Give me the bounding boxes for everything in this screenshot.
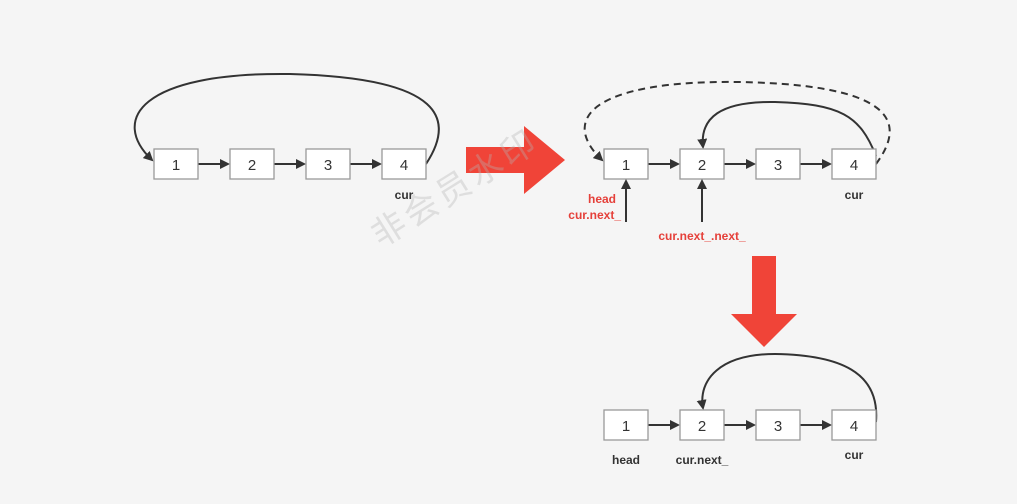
p3-edge-4-to-2-loop [696,352,878,423]
p3-node-2: 2 [679,409,725,441]
p3-cur-label: cur [845,448,864,462]
p2-node-3: 3 [755,148,801,180]
p3-node-3: 3 [755,409,801,441]
p2-node-2: 2 [679,148,725,180]
p2-node-4: 4 [831,148,877,180]
p1-cur-label: cur [395,188,414,202]
p2-head-label: head [588,192,616,206]
p2-edge-4-to-1-dashed [583,80,891,165]
p1-node-1-label: 1 [172,157,180,174]
p3-cur-next-label: cur.next_ [676,453,729,467]
p3-node-2-label: 2 [698,418,706,435]
p2-edge-4-to-2-new [697,100,877,157]
p3-node-1-label: 1 [622,418,630,435]
p3-node-3-label: 3 [774,418,782,435]
p2-cur-next-next-label: cur.next_.next_ [658,229,746,243]
p2-node-3-label: 3 [774,157,782,174]
p3-node-1: 1 [603,409,649,441]
panel-3-result-list: 1 2 3 4 head cur.next_ cur [603,352,878,467]
p2-node-1: 1 [603,148,649,180]
p2-cur-next-label: cur.next_ [568,208,621,222]
p2-node-2-label: 2 [698,157,706,174]
p3-node-4-label: 4 [850,418,858,435]
p1-node-4-label: 4 [400,157,408,174]
p1-node-2: 2 [229,148,275,180]
transition-arrow-right-icon [466,126,565,194]
p1-node-3: 3 [305,148,351,180]
p1-node-4: 4 [381,148,427,180]
panel-2-relink-step: 1 2 3 4 head cur.next_ cur.next_.next_ c… [568,80,891,243]
p2-node-1-label: 1 [622,157,630,174]
p3-node-4: 4 [831,409,877,441]
p2-node-4-label: 4 [850,157,858,174]
transition-arrow-down-icon [731,256,797,347]
p1-node-3-label: 3 [324,157,332,174]
panel-1-initial-circular-list: 1 2 3 4 cur [133,72,440,202]
p3-head-label: head [612,453,640,467]
p2-cur-label: cur [845,188,864,202]
p1-edge-4-to-1-loop [133,72,440,165]
p1-node-1: 1 [153,148,199,180]
p1-node-2-label: 2 [248,157,256,174]
